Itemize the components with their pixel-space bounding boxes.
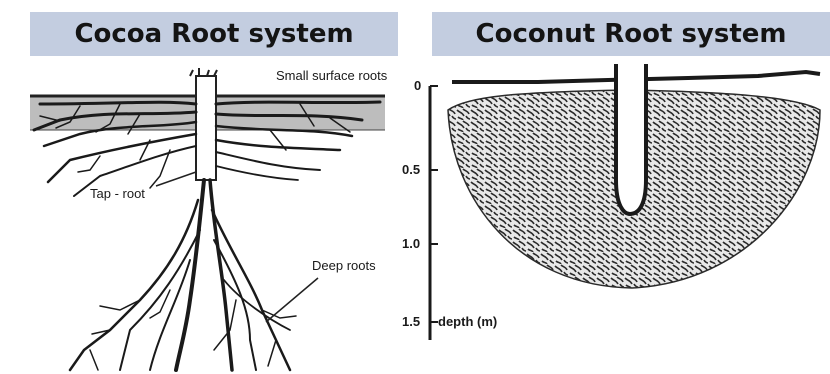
tap-root-label: Tap - root (90, 186, 145, 201)
depth-tick-10: 1.0 (402, 236, 420, 251)
deep-roots-leader (266, 278, 318, 322)
cocoa-root-diagram (0, 0, 400, 374)
coconut-panel: Coconut Root system 0 0.5 1.0 1.5 depth … (428, 0, 830, 374)
depth-tick-05: 0.5 (402, 162, 420, 177)
surface-roots-label: Small surface roots (276, 68, 387, 83)
coconut-trunk (616, 64, 646, 214)
trunk-top-marks (190, 68, 217, 76)
depth-tick-0: 0 (414, 78, 421, 93)
cocoa-panel: Cocoa Root system (0, 0, 400, 374)
deep-roots (70, 180, 296, 370)
depth-axis-label: depth (m) (438, 314, 497, 329)
cocoa-trunk (196, 76, 216, 180)
depth-tick-15: 1.5 (402, 314, 420, 329)
tap-root-leader (156, 172, 196, 186)
deep-roots-label: Deep roots (312, 258, 376, 273)
